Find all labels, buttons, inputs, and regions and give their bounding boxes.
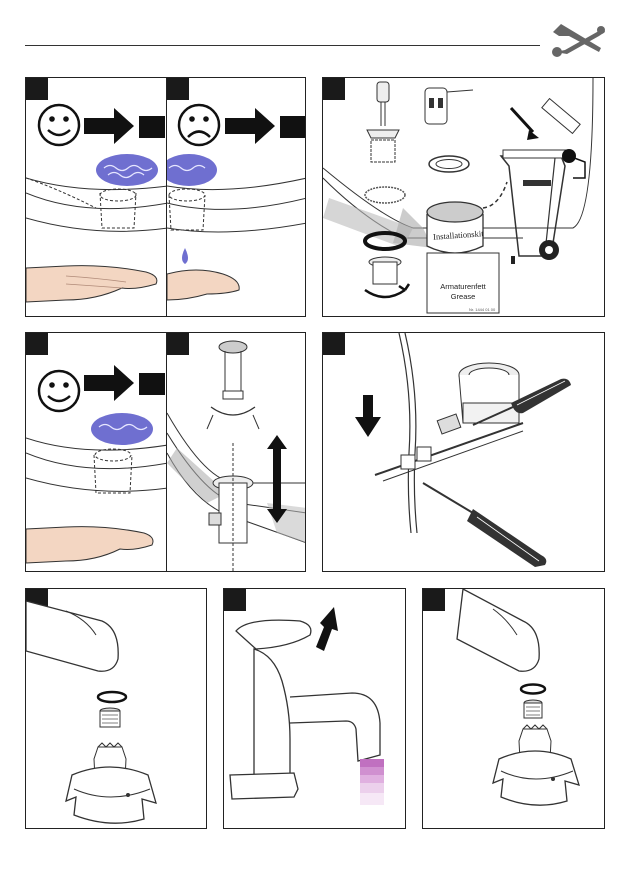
- water-swirl-icon: [96, 154, 158, 186]
- aerator-part: [524, 700, 542, 718]
- part-number-label: Nr. 1444 01 00: [469, 307, 495, 312]
- panel-4: [322, 332, 605, 572]
- spout-icon: [457, 589, 539, 671]
- drain-plug-part: [207, 341, 259, 429]
- grease-tin-part: [427, 182, 507, 253]
- trash-bin-icon: [501, 150, 567, 264]
- water-swirl-icon: [167, 154, 217, 186]
- wrench-screwdriver-icon: [549, 22, 607, 58]
- panel-3b: [166, 332, 306, 572]
- panel-5b-illustration: [224, 589, 406, 829]
- drain-rod-part: [367, 82, 399, 162]
- panel-3a: [25, 332, 167, 572]
- spout-icon: [26, 601, 118, 671]
- panel-5a: [25, 588, 207, 829]
- grease-label-line2: Grease: [430, 292, 496, 302]
- happy-face-icon: [39, 105, 79, 145]
- aerator-key-tool: [66, 743, 156, 823]
- arrow-down-icon: [355, 395, 381, 437]
- water-spray-icon: [360, 759, 384, 805]
- panel-4-illustration: [323, 333, 605, 572]
- drain-body-part: [365, 257, 409, 297]
- aerator-key-tool: [493, 725, 579, 805]
- happy-face-icon: [39, 371, 79, 411]
- hand-icon: [167, 270, 239, 300]
- panel-5a-illustration: [26, 589, 207, 829]
- water-drop-icon: [182, 248, 188, 264]
- panel-5b: [223, 588, 406, 829]
- panel-1b-illustration: [167, 78, 306, 317]
- aerator-part: [100, 708, 120, 727]
- panel-5c: [422, 588, 605, 829]
- drain-insert-part: [425, 88, 473, 124]
- up-down-arrow-icon: [267, 435, 287, 523]
- arrow-right-icon: [84, 108, 134, 144]
- arrow-right-icon: [225, 108, 275, 144]
- arrow-up-icon: [316, 607, 338, 651]
- hand-icon: [26, 527, 153, 563]
- grease-label-line1: Armaturenfett: [430, 282, 496, 292]
- drain-body-part: [209, 443, 253, 572]
- panel-3b-illustration: [167, 333, 306, 572]
- pop-up-rod-part: [375, 414, 523, 481]
- panel-5c-illustration: [423, 589, 605, 829]
- faucet-icon: [230, 620, 380, 799]
- arrow-right-icon: [84, 365, 134, 401]
- panel-1b: [166, 77, 306, 317]
- o-ring-part: [521, 685, 545, 694]
- hand-icon: [26, 266, 157, 302]
- panel-1a: [25, 77, 167, 317]
- sad-face-icon: [179, 105, 219, 145]
- o-ring-part: [98, 692, 126, 702]
- panel-2: Installationskit Armaturenfett Grease Nr…: [322, 77, 605, 317]
- water-swirl-icon: [91, 413, 153, 445]
- header-rule: [25, 45, 540, 46]
- panel-3a-illustration: [26, 333, 167, 572]
- panel-1a-illustration: [26, 78, 167, 317]
- drain-body-part: [459, 363, 519, 423]
